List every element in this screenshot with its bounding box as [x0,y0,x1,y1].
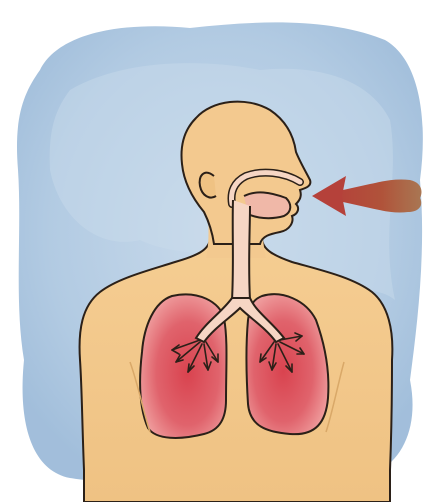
left-lung [140,294,227,438]
trachea [232,200,250,300]
mouth-airway [244,192,290,218]
